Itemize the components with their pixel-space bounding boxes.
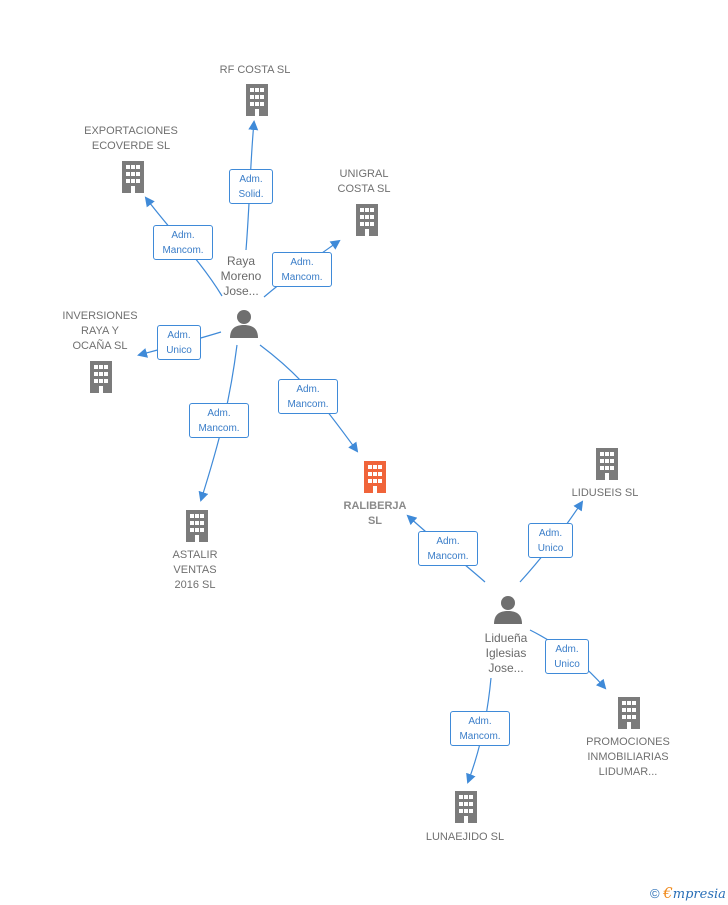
edge-label-adm-unico: Adm. Unico (157, 325, 201, 360)
edge-label-adm-solid: Adm. Solid. (229, 169, 273, 204)
edge-label-adm-mancom: Adm. Mancom. (272, 252, 332, 287)
company-label-inversiones[interactable]: INVERSIONES RAYA Y OCAÑA SL (62, 310, 138, 352)
company-label-astalir[interactable]: ASTALIR VENTAS 2016 SL (172, 549, 218, 591)
brand-logo: © €mpresia (650, 884, 726, 902)
edge-label-adm-unico: Adm. Unico (528, 523, 573, 558)
building-icon-raliberja[interactable] (364, 461, 386, 493)
building-icon-liduseis[interactable] (596, 448, 618, 480)
edge-label-adm-mancom: Adm. Mancom. (450, 711, 510, 746)
building-icon-lunaejido[interactable] (455, 791, 477, 823)
building-icon-promociones[interactable] (618, 697, 640, 729)
company-label-raliberja[interactable]: RALIBERJA SL (343, 500, 407, 527)
person-label-lidueña[interactable]: Lidueña Iglesias Jose... (484, 631, 528, 675)
edge-label-adm-mancom: Adm. Mancom. (189, 403, 249, 438)
building-icon-unigral[interactable] (356, 204, 378, 236)
company-label-exportaciones[interactable]: EXPORTACIONES ECOVERDE SL (84, 125, 178, 152)
edge-label-adm-mancom: Adm. Mancom. (418, 531, 478, 566)
company-label-rf-costa[interactable]: RF COSTA SL (219, 64, 291, 76)
edge-label-adm-unico: Adm. Unico (545, 639, 589, 674)
edge-label-adm-mancom: Adm. Mancom. (278, 379, 338, 414)
copyright-icon: © (650, 886, 660, 901)
brand-initial: € (663, 884, 673, 902)
edge-label-adm-mancom: Adm. Mancom. (153, 225, 213, 260)
building-icon-exportaciones[interactable] (122, 161, 144, 193)
person-label-raya[interactable]: Raya Moreno Jose... (220, 254, 262, 298)
building-icon-inversiones[interactable] (90, 361, 112, 393)
company-label-unigral[interactable]: UNIGRAL COSTA SL (337, 168, 391, 195)
company-label-liduseis[interactable]: LIDUSEIS SL (571, 487, 639, 499)
company-label-lunaejido[interactable]: LUNAEJIDO SL (425, 831, 505, 843)
brand-name: mpresia (672, 887, 726, 902)
person-icon-raya[interactable] (230, 310, 258, 338)
company-label-promociones[interactable]: PROMOCIONES INMOBILIARIAS LIDUMAR... (586, 736, 670, 778)
building-icon-rf-costa[interactable] (246, 84, 268, 116)
person-icon-lidueña[interactable] (494, 596, 522, 624)
building-icon-astalir[interactable] (186, 510, 208, 542)
